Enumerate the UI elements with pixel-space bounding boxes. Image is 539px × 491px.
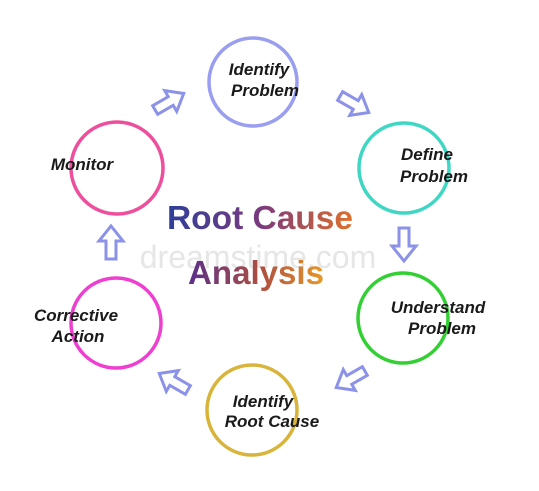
label-monitor: Monitor xyxy=(51,155,115,174)
ring-define-problem xyxy=(357,121,451,215)
center-title-line2: Analysis xyxy=(188,254,324,291)
center-title-line1: Root Cause xyxy=(167,199,353,236)
ring-identify-root-cause xyxy=(205,363,299,457)
arrow-understand-to-rootcause-icon xyxy=(334,364,370,393)
arrow-rootcause-to-corrective-icon xyxy=(157,368,193,397)
arrow-monitor-to-identify-icon xyxy=(150,88,186,117)
ring-monitor xyxy=(69,120,165,216)
label-define-problem-line2: Problem xyxy=(400,167,468,186)
label-identify-problem-line2: Problem xyxy=(231,81,299,100)
label-identify-root-cause-line2: Root Cause xyxy=(225,412,319,431)
label-understand-problem-line2: Problem xyxy=(408,319,476,338)
ring-identify-problem xyxy=(207,36,299,128)
label-identify-problem-line1: Identify xyxy=(229,60,291,79)
label-define-problem-line1: Define xyxy=(401,145,453,164)
arrow-corrective-to-monitor-icon xyxy=(95,223,127,261)
ring-corrective-action xyxy=(69,276,163,370)
arrow-define-to-understand-icon xyxy=(388,226,420,264)
ring-understand-problem xyxy=(356,271,450,365)
label-corrective-action-line2: Action xyxy=(51,327,105,346)
label-corrective-action-line1: Corrective xyxy=(34,306,118,325)
arrow-identify-to-define-icon xyxy=(335,89,371,118)
label-identify-root-cause-line1: Identify xyxy=(233,392,295,411)
label-understand-problem-line1: Understand xyxy=(391,298,486,317)
watermark-text: dreamstime.com xyxy=(140,239,377,275)
